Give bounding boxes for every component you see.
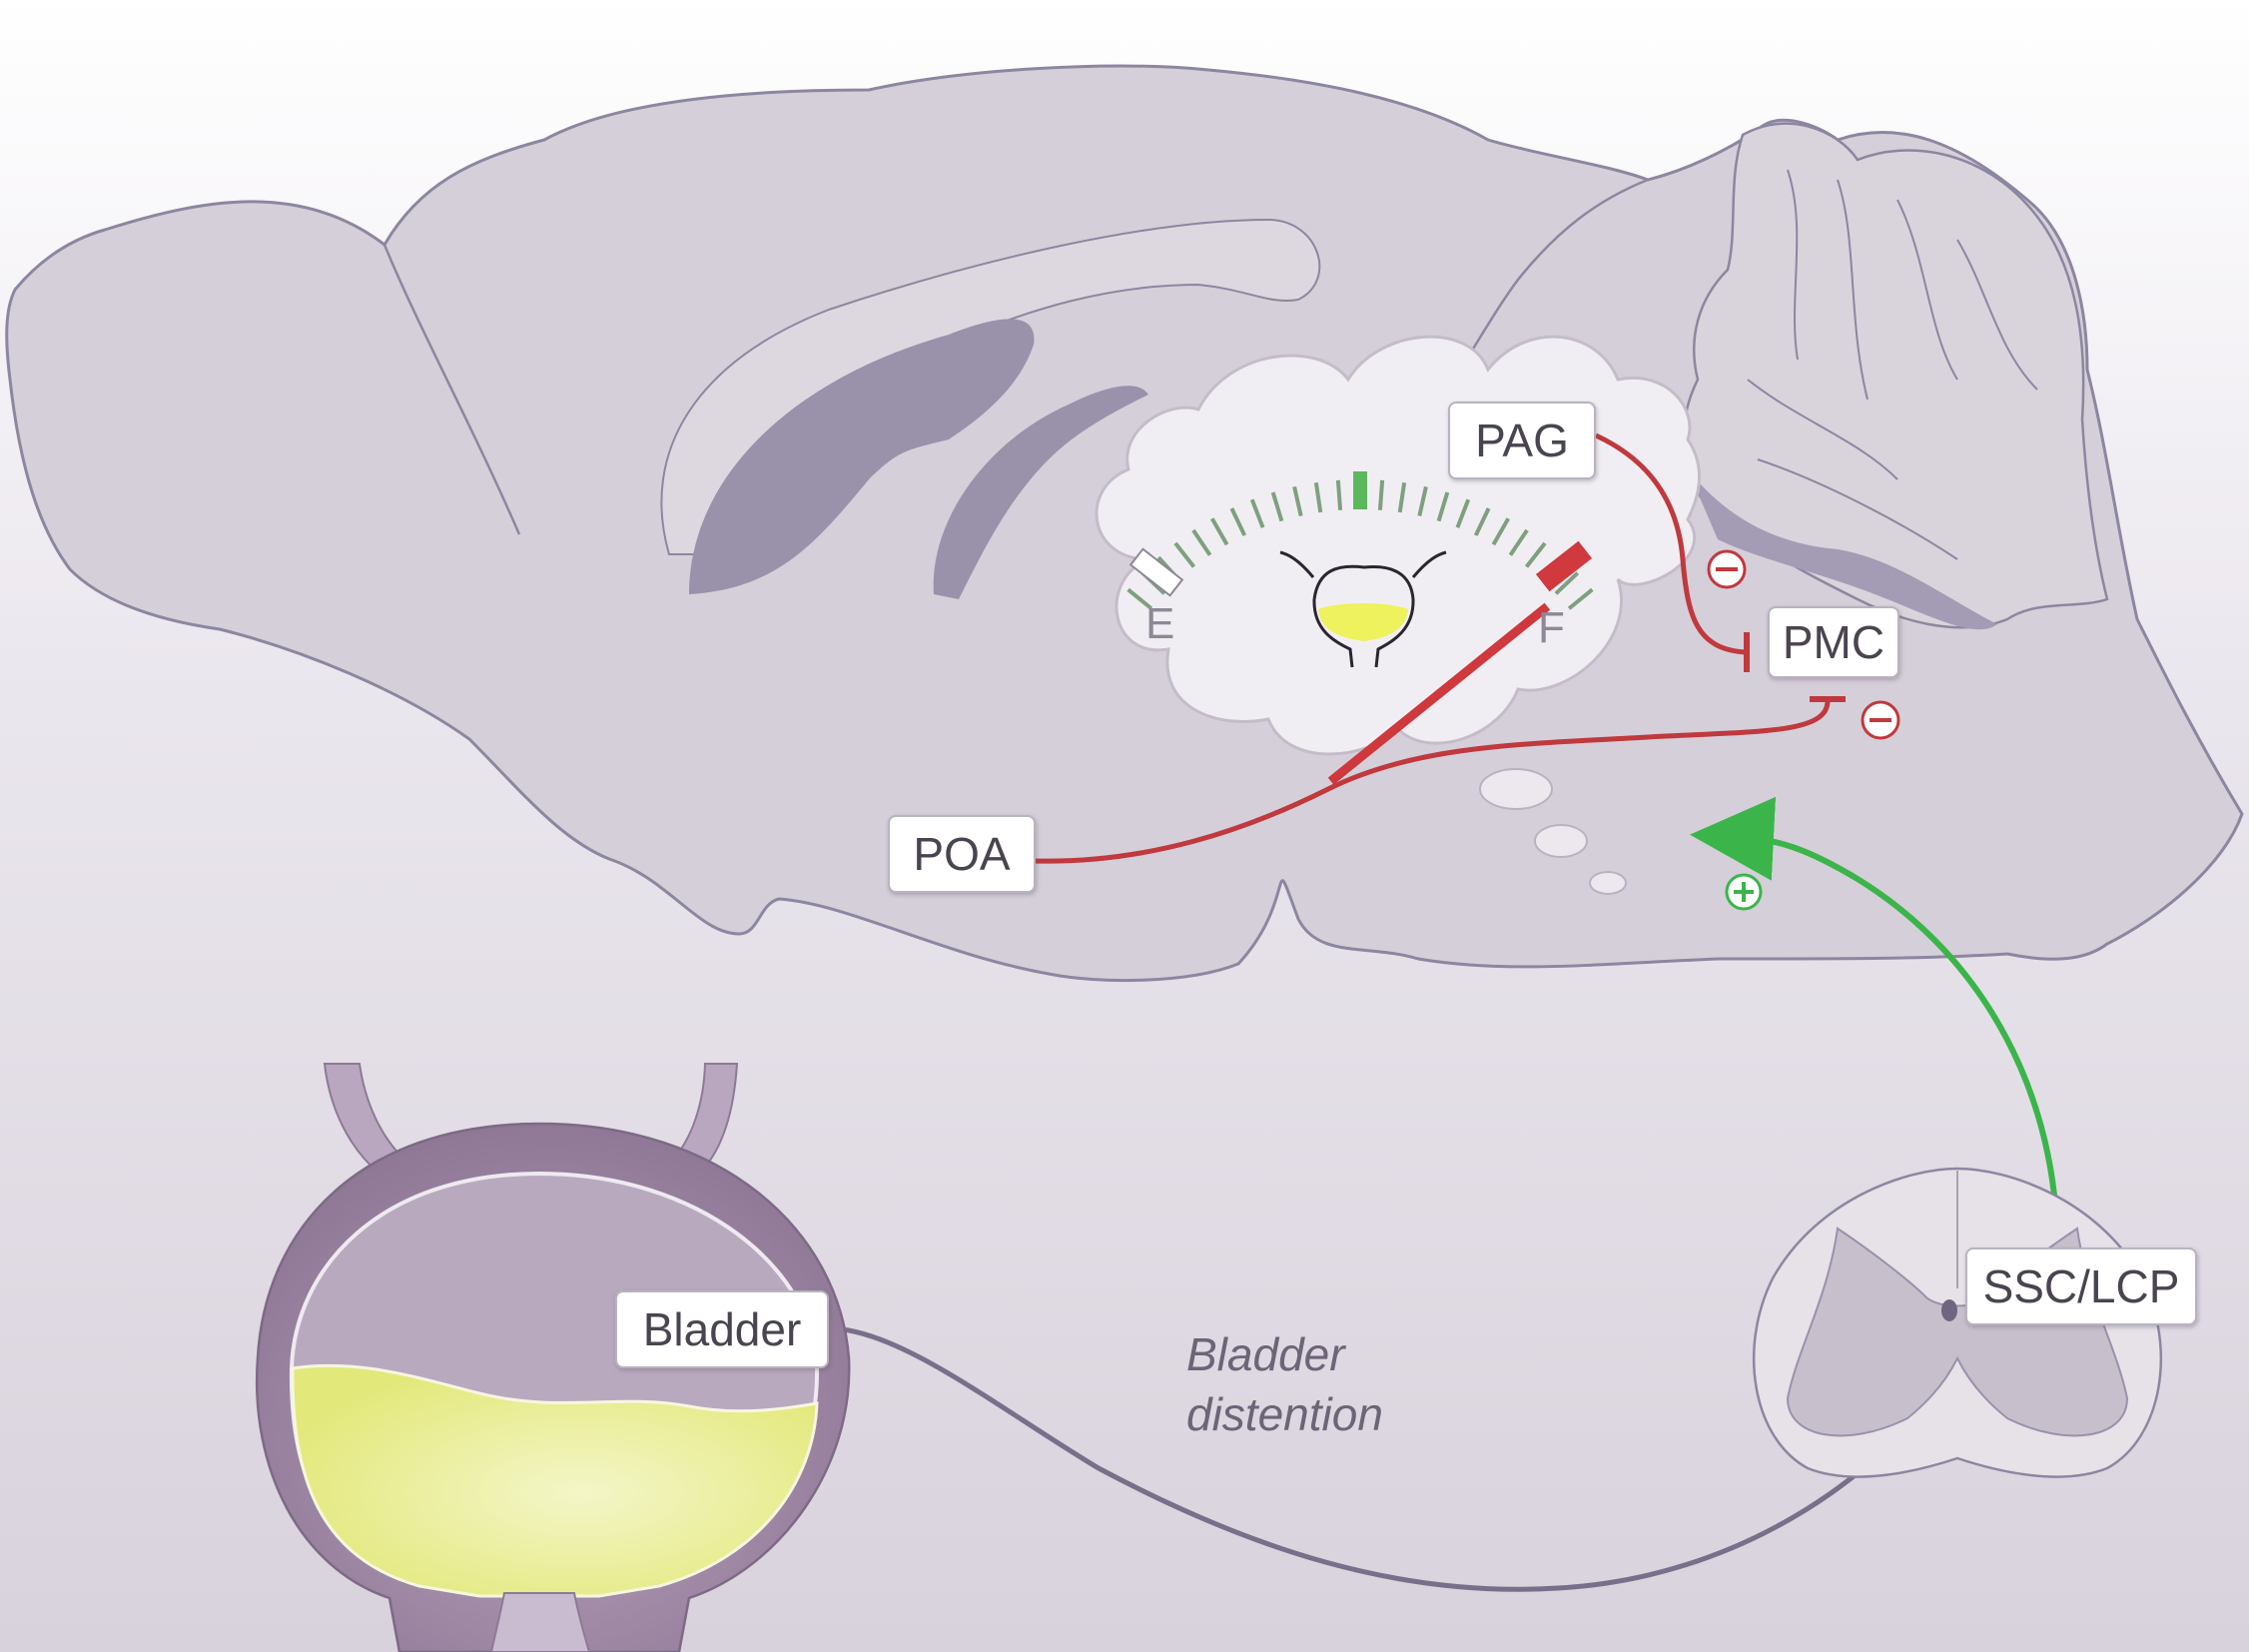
gauge-tick (1567, 587, 1594, 610)
pons-blob-1 (1479, 768, 1553, 810)
pag-inhibition-sign (1707, 549, 1747, 589)
bladder-icon-urine (1318, 603, 1408, 641)
cerebellum-folia (1747, 169, 2038, 560)
bladder-icon-outline (1279, 550, 1447, 668)
gauge-empty-label: E (1145, 599, 1175, 648)
gauge-empty-marker (1128, 547, 1184, 597)
gauge-tick (1126, 587, 1153, 610)
gauge-tick (1397, 481, 1407, 513)
gauge-tick (1191, 528, 1212, 556)
pons-blob-3 (1589, 871, 1627, 895)
gauge-tick (1249, 498, 1265, 528)
bladder-icon (1279, 550, 1447, 668)
gauge-tick (1417, 485, 1428, 517)
gauge-tick (1313, 481, 1323, 513)
gauge-tick (1335, 479, 1343, 510)
pons-blob-2 (1534, 824, 1588, 858)
gauge-tick (1229, 507, 1247, 536)
bladder-label: Bladder (615, 1290, 829, 1368)
bladder-urine (291, 1363, 819, 1598)
gauge-tick (1436, 491, 1450, 522)
gauge-tick (1455, 498, 1471, 528)
cortex-boundary-1 (382, 244, 521, 535)
poa-inhibition-sign (1861, 700, 1900, 740)
cerebellum (1682, 122, 2109, 629)
ssc-lcp-label: SSC/LCP (1965, 1247, 2197, 1325)
poa-label: POA (888, 815, 1036, 893)
pag-label: PAG (1448, 402, 1596, 479)
gauge-tick (1554, 571, 1580, 595)
gauge-needle (1327, 602, 1551, 785)
central-canal (1941, 1299, 1957, 1321)
gauge-tick (1508, 528, 1529, 556)
poa-to-pmc-inhibition (1033, 700, 1831, 864)
ssc-to-pmc-excitation (1690, 796, 2060, 1249)
gauge-tick (1377, 479, 1385, 510)
gauge-full-marker (1535, 540, 1593, 592)
ssc-excitation-sign (1725, 873, 1763, 911)
bladder-distention-caption: Bladder distention (1186, 1324, 1486, 1444)
caption-line-2: distention (1186, 1388, 1383, 1440)
fornix (933, 386, 1148, 599)
gauge-mid-marker (1353, 471, 1367, 509)
gauge-tick (1524, 541, 1547, 568)
gauge-tick (1491, 517, 1510, 546)
gauge-tick (1473, 507, 1491, 536)
pmc-label: PMC (1768, 606, 1899, 678)
bladder-illustration (255, 1063, 851, 1652)
caption-line-1: Bladder (1186, 1328, 1345, 1380)
gauge-full-label: F (1538, 603, 1565, 652)
urethra (489, 1592, 591, 1652)
gauge-tick (1270, 491, 1284, 522)
gauge-tick (1210, 517, 1229, 546)
pag-to-pmc-inhibition (1594, 432, 1747, 655)
lateral-ventricle (689, 319, 1035, 594)
gauge-tick (1292, 485, 1303, 517)
gauge-tick (1173, 541, 1196, 568)
fourth-ventricle (1688, 469, 1997, 630)
